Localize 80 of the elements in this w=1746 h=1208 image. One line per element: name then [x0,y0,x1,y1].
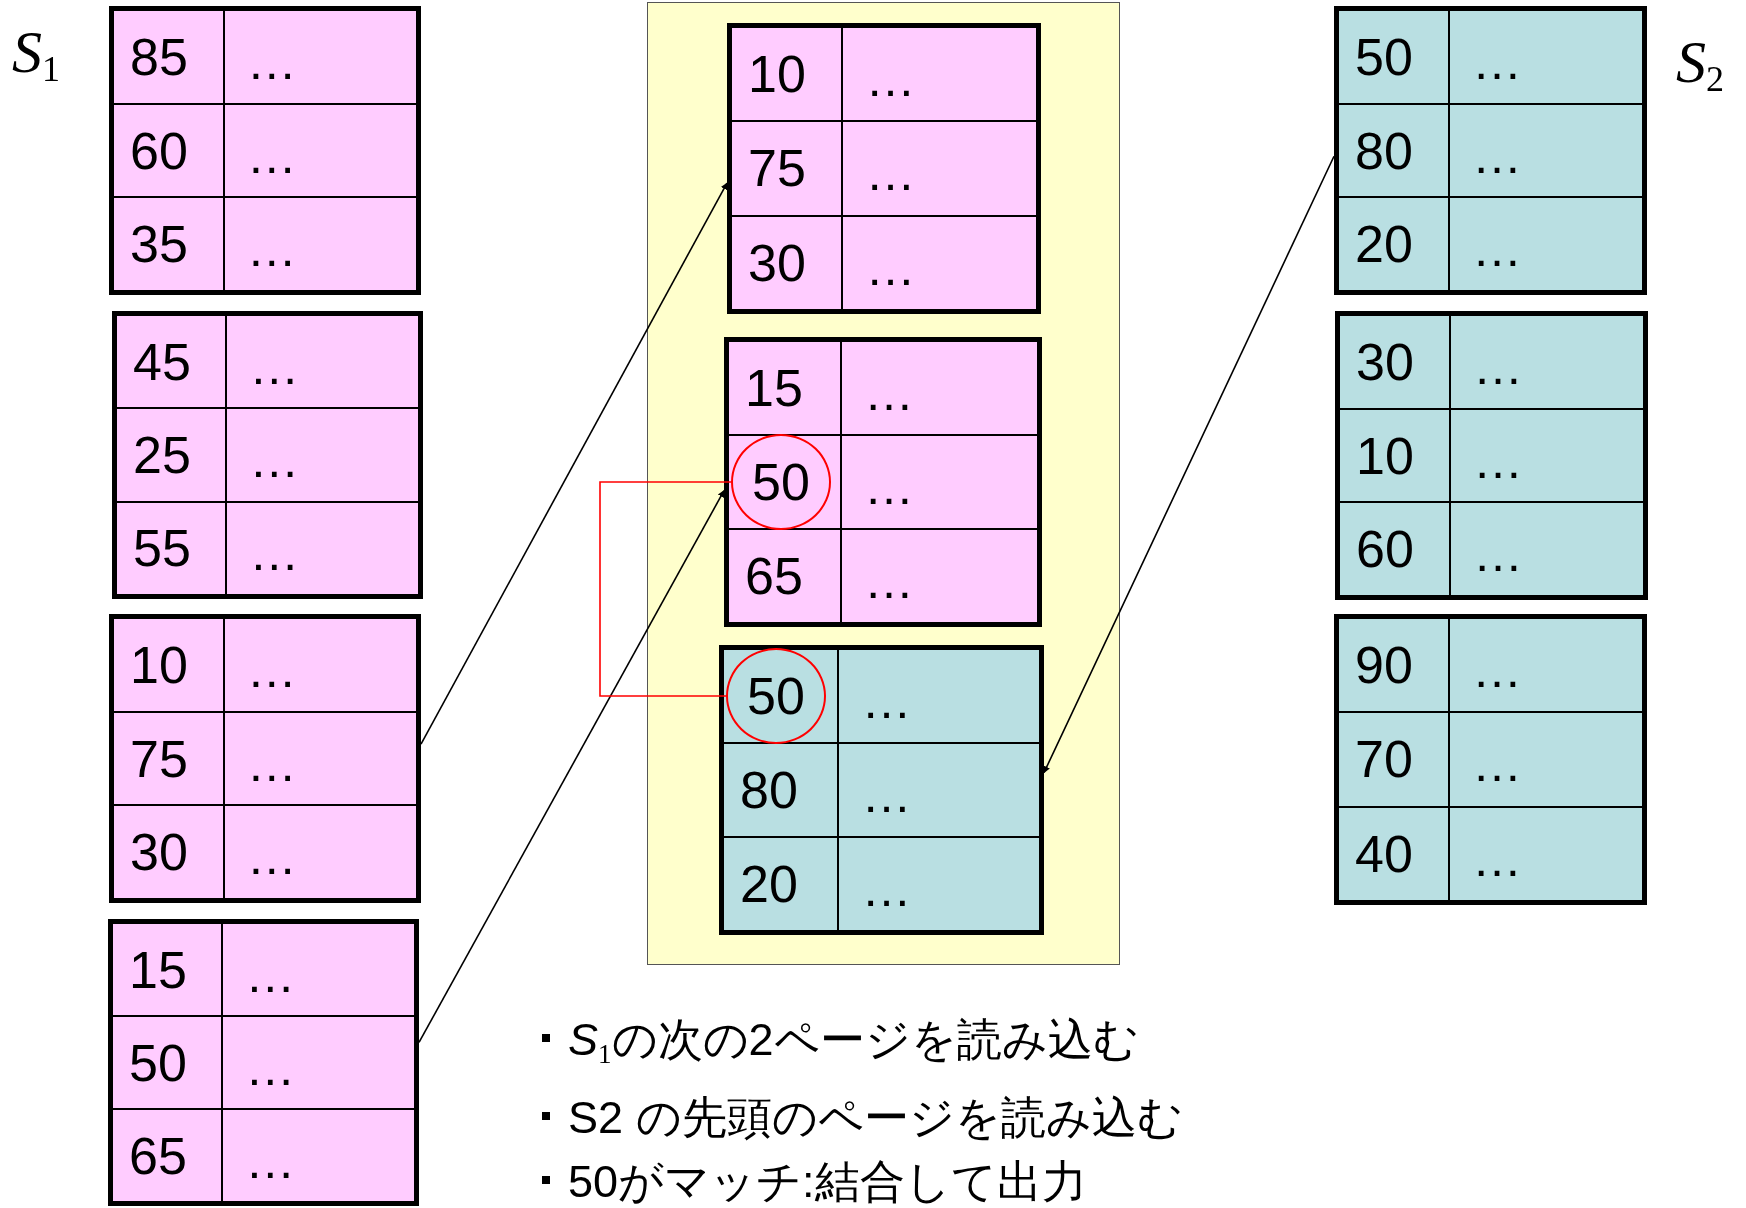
ellipsis-text: … [246,734,297,789]
arrow [1043,155,1335,774]
ellipsis-text: … [249,431,300,485]
ellipsis-text: … [861,860,912,914]
ellipsis-text: … [1473,431,1524,486]
key-value: 85 [130,30,188,83]
bullet-note: S$_{1}$の次の2ページを読み込む [538,1008,1183,1087]
page-table [109,614,421,903]
ellipsis-text: … [1472,829,1523,884]
key-value: 30 [1356,335,1414,388]
ellipsis-text: … [863,458,914,512]
key-value: 40 [1355,827,1413,880]
ellipsis-text: … [245,1038,296,1093]
key-value: 65 [745,550,803,602]
key-value: 60 [130,124,188,177]
key-value: 35 [130,218,188,271]
key-value: 75 [748,142,806,195]
key-value: 20 [740,858,798,910]
key-value: 65 [129,1129,187,1182]
ellipsis-text: … [246,126,297,181]
ellipsis-text: … [1472,126,1523,181]
ellipsis-text: … [245,1131,296,1186]
ellipsis-text: … [249,337,300,392]
key-value: 55 [133,522,191,575]
bullet-note: S2 の先頭のページを読み込む [538,1086,1183,1151]
key-value: 10 [748,48,806,101]
ellipsis-text: … [863,552,914,606]
buffer-panel [647,2,1120,965]
ellipsis-text: … [1472,220,1523,275]
page-table [1335,311,1648,600]
arrow [418,489,725,1044]
ellipsis-text: … [1472,735,1523,790]
key-value: 25 [133,429,191,481]
ellipsis-text: … [245,945,296,1000]
highlight-circle: 50 [726,648,826,744]
set-label: S$_{2}$ [1676,32,1724,97]
ellipsis-text: … [1472,32,1523,87]
key-value: 15 [129,943,187,996]
key-value: 30 [130,826,188,879]
key-value: 50 [129,1036,187,1089]
key-value: 10 [130,638,188,691]
highlight-circle: 50 [731,434,831,530]
ellipsis-text: … [865,144,916,199]
key-value: 10 [1356,429,1414,482]
key-value: 80 [740,764,798,816]
key-value: 45 [133,335,191,388]
key-value: 50 [1355,30,1413,83]
page-table [1334,614,1647,905]
page-table [112,311,423,599]
ellipsis-text: … [1472,641,1523,696]
set-label: S$_{1}$ [12,22,60,87]
page-table [108,919,419,1206]
key-value: 30 [748,236,806,289]
page-table [719,645,1044,935]
ellipsis-text: … [1473,525,1524,580]
ellipsis-text: … [246,220,297,275]
page-table [727,23,1041,314]
page-table [109,6,421,295]
key-value: 20 [1355,218,1413,271]
ellipsis-text: … [861,766,912,820]
bullet-note: 50がマッチ:結合して出力 [538,1150,1183,1208]
ellipsis-text: … [246,828,297,883]
ellipsis-text: … [865,50,916,105]
key-value: 75 [130,732,188,785]
match-connector [599,481,732,697]
ellipsis-text: … [1473,337,1524,392]
ellipsis-text: … [865,238,916,293]
page-table [1334,6,1647,295]
ellipsis-text: … [246,640,297,695]
ellipsis-text: … [861,672,912,726]
ellipsis-text: … [249,524,300,579]
page-table [724,337,1042,627]
key-value: 80 [1355,124,1413,177]
key-value: 70 [1355,733,1413,786]
arrow [420,182,728,745]
key-value: 15 [745,362,803,414]
ellipsis-text: … [863,364,914,418]
ellipsis-text: … [246,32,297,87]
key-value: 90 [1355,639,1413,692]
key-value: 60 [1356,523,1414,576]
